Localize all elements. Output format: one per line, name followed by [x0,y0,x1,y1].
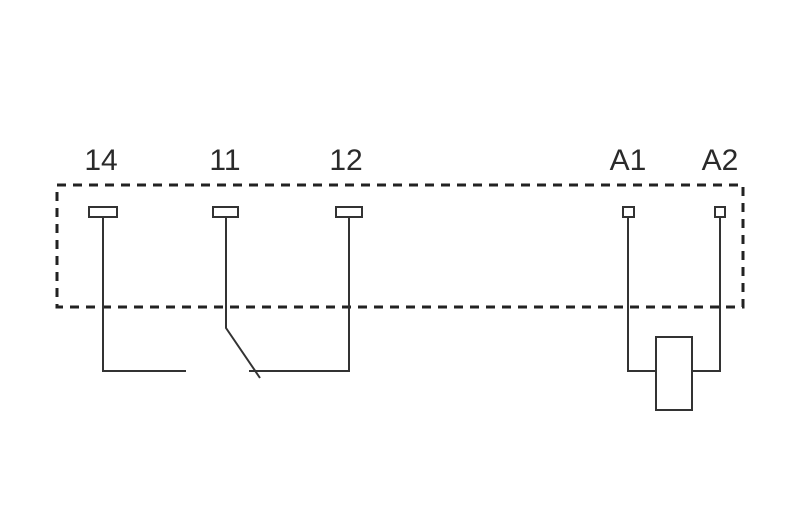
terminal-pad-14 [88,206,118,218]
terminal-pad-12 [335,206,363,218]
terminal-label-a1: A1 [610,144,647,177]
contact-12-wire [249,217,350,372]
contact-14-wire [102,217,186,372]
terminal-pad-11 [212,206,239,218]
coil-a1-wire [627,217,656,372]
contact-11-wire [225,217,261,379]
relay-housing [55,183,745,309]
terminal-label-14: 14 [84,144,117,177]
terminal-label-12: 12 [329,144,362,177]
terminal-pad-a2 [714,206,726,218]
relay-coil [655,336,693,411]
coil-a2-wire [692,217,721,372]
terminal-pad-a1 [622,206,635,218]
terminal-label-a2: A2 [702,144,739,177]
terminal-label-11: 11 [209,144,240,177]
